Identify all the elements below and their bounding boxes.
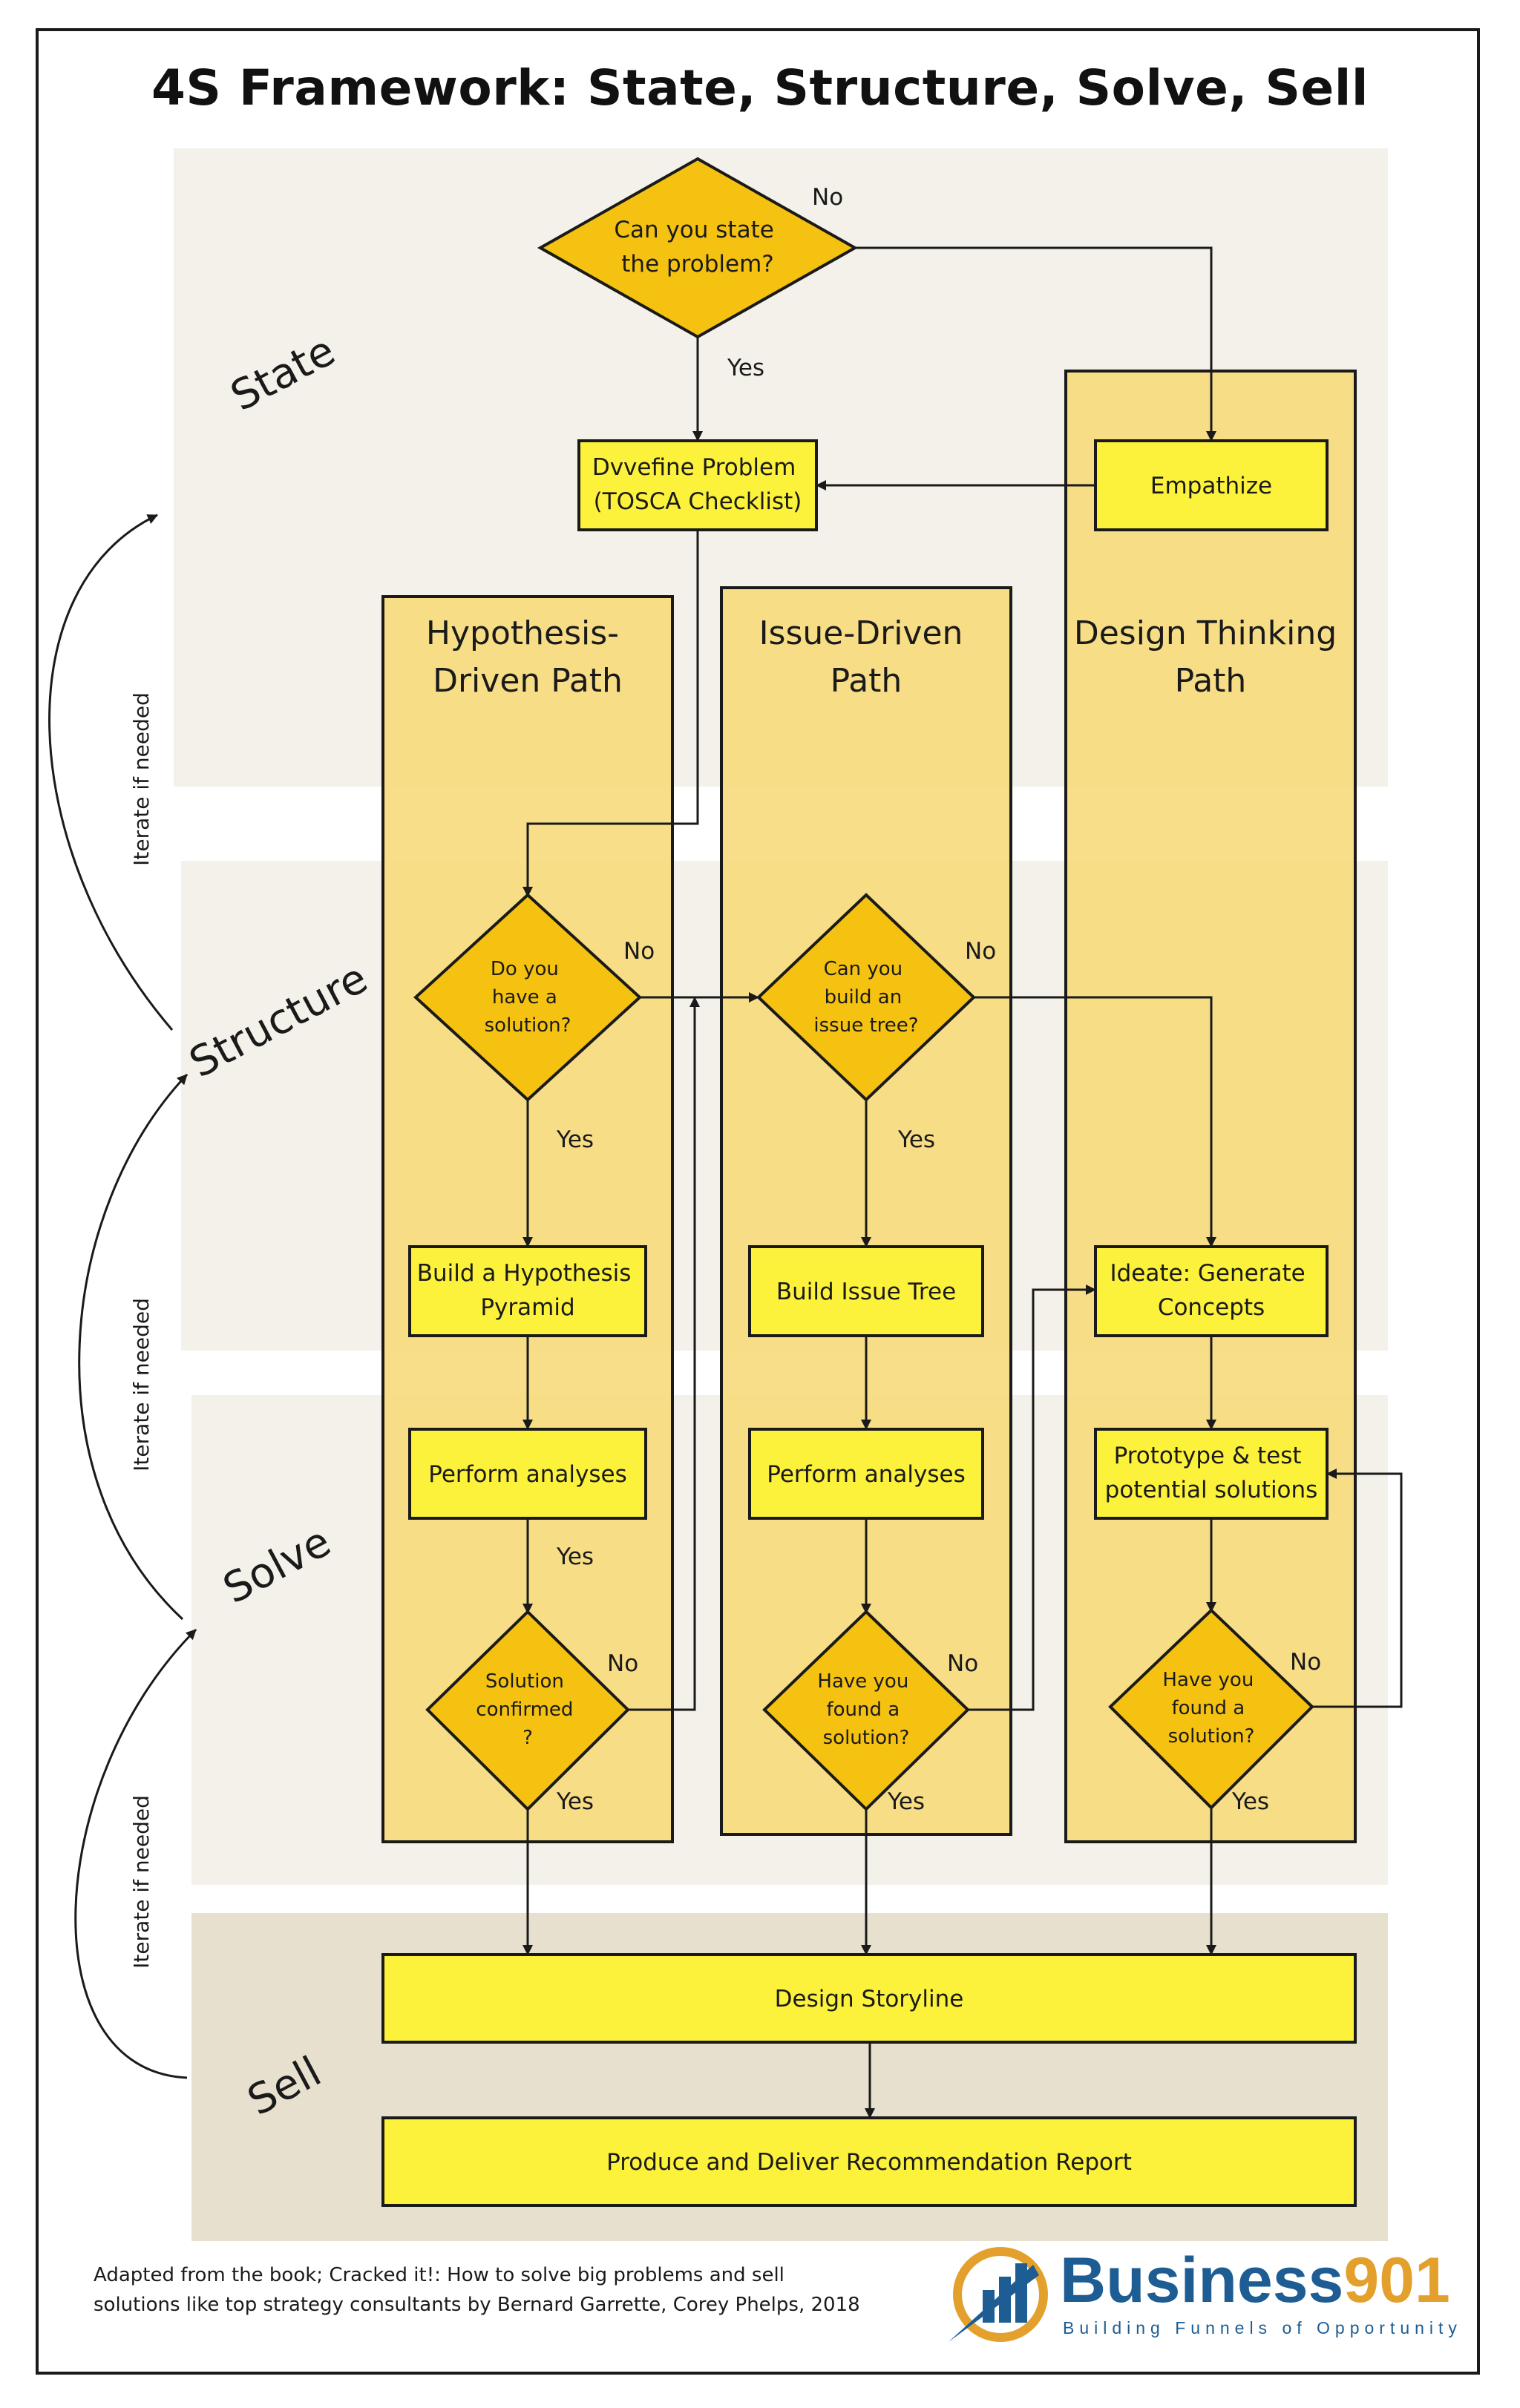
label-yes-build-issue-tree: Yes xyxy=(897,1126,935,1153)
connector-found-1-no-to-ideate xyxy=(968,1285,1096,1711)
box-prototype xyxy=(1094,1428,1329,1520)
label-no-have-solution: No xyxy=(623,938,655,965)
label-yes-can-state: Yes xyxy=(727,355,764,381)
label-yes-found-solution-1: Yes xyxy=(887,1788,925,1815)
footnote-line-2: solutions like top strategy consultants … xyxy=(94,2294,860,2316)
box-define-problem-label: Dvvefine Problem (TOSCA Checklist) xyxy=(592,454,803,515)
box-ideate xyxy=(1094,1245,1329,1337)
box-storyline-label: Design Storyline xyxy=(775,1986,964,2012)
connector-can-state-no-to-empathize xyxy=(855,246,1216,442)
box-hypothesis-pyramid xyxy=(408,1245,647,1337)
box-build-issue-tree-label: Build Issue Tree xyxy=(776,1279,956,1305)
label-yes-found-solution-2: Yes xyxy=(1231,1788,1269,1815)
iterate-arrow-solve-to-structure xyxy=(78,1073,189,1621)
box-define-problem xyxy=(577,439,818,531)
connector-issue-tree-q-no-to-ideate xyxy=(974,996,1216,1247)
decision-can-state xyxy=(537,157,859,339)
box-empathize-label: Empathize xyxy=(1150,473,1272,499)
connector-found-2-no-to-prototype xyxy=(1312,1469,1403,1708)
box-report xyxy=(381,2116,1357,2207)
footnote-line-1: Adapted from the book; Cracked it!: How … xyxy=(94,2264,784,2286)
label-yes-have-solution: Yes xyxy=(556,1126,594,1153)
iterate-label-structure: Iterate if needed xyxy=(129,1298,154,1472)
box-prototype-label: Prototype & test potential solutions xyxy=(1105,1443,1318,1503)
decision-found-solution-1 xyxy=(762,1610,970,1811)
box-analyses-1 xyxy=(408,1428,647,1520)
box-report-label: Produce and Deliver Recommendation Repor… xyxy=(606,2149,1132,2176)
box-storyline xyxy=(381,1953,1357,2044)
box-analyses-2 xyxy=(748,1428,984,1520)
diagram-title: 4S Framework: State, Structure, Solve, S… xyxy=(151,59,1369,117)
box-ideate-label: Ideate: Generate Concepts xyxy=(1110,1260,1312,1321)
box-analyses-2-label: Perform analyses xyxy=(767,1461,966,1488)
decision-have-solution xyxy=(413,893,642,1102)
decision-have-solution-label: Do you have a solution? xyxy=(485,958,571,1037)
path-title-hypothesis: Hypothesis- Driven Path xyxy=(426,614,629,700)
path-title-issue: Issue-Driven Path xyxy=(759,614,974,700)
label-no-found-solution-1: No xyxy=(947,1650,978,1677)
label-yes-solution-confirmed: Yes xyxy=(556,1788,594,1815)
label-no-found-solution-2: No xyxy=(1290,1649,1321,1676)
footnote: Adapted from the book; Cracked it!: How … xyxy=(94,2260,910,2320)
decision-build-issue-tree xyxy=(756,893,976,1102)
decision-solution-confirmed-label: Solution confirmed ? xyxy=(476,1670,579,1749)
box-empathize xyxy=(1094,439,1329,531)
box-build-issue-tree xyxy=(748,1245,984,1337)
decision-found-solution-2-label: Have you found a solution? xyxy=(1162,1669,1259,1748)
decision-can-state-label: Can you state the problem? xyxy=(614,217,781,278)
logo-wordmark: Business901 xyxy=(1060,2245,1450,2316)
box-hypothesis-pyramid-label: Build a Hypothesis Pyramid xyxy=(417,1260,638,1321)
logo-tagline: Building Funnels of Opportunity xyxy=(1063,2318,1462,2338)
business901-logo: Business901 Building Funnels of Opportun… xyxy=(941,2238,1457,2349)
iterate-arrow-structure-to-state xyxy=(48,514,174,1031)
label-yes-analyses-1: Yes xyxy=(556,1543,594,1570)
connector-confirmed-no-loop xyxy=(628,997,700,1711)
diagram-frame xyxy=(36,28,1480,2375)
label-no-can-state: No xyxy=(812,184,843,211)
logo-mark-icon xyxy=(949,2247,1048,2342)
iterate-arrow-sell-to-solve xyxy=(74,1628,197,2079)
decision-found-solution-1-label: Have you found a solution? xyxy=(817,1670,914,1749)
path-title-design: Design Thinking Path xyxy=(1074,614,1347,700)
label-no-build-issue-tree: No xyxy=(965,938,996,965)
box-analyses-1-label: Perform analyses xyxy=(428,1461,627,1488)
decision-found-solution-2 xyxy=(1108,1608,1314,1810)
iterate-label-state: Iterate if needed xyxy=(129,692,154,866)
connector-define-to-have-solution xyxy=(522,530,699,897)
iterate-label-solve: Iterate if needed xyxy=(129,1795,154,1969)
label-no-solution-confirmed: No xyxy=(607,1650,638,1677)
decision-build-issue-tree-label: Can you build an issue tree? xyxy=(813,958,918,1037)
decision-solution-confirmed xyxy=(425,1610,630,1811)
